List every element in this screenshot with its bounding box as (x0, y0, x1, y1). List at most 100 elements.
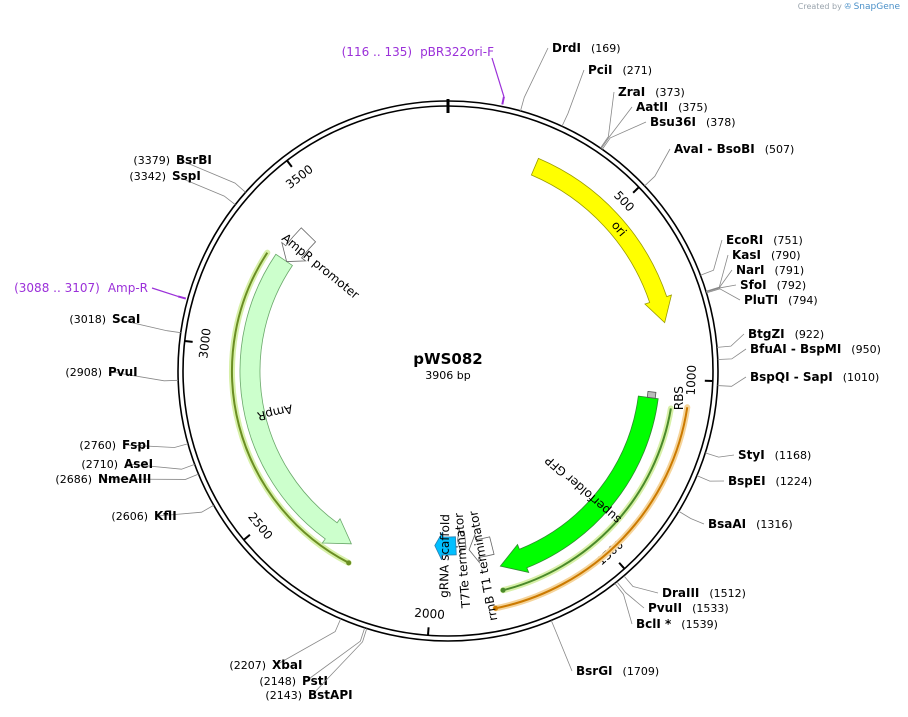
site-position: (790) (771, 249, 801, 262)
site-bspqi-sapi[interactable]: BspQI - SapI(1010) (750, 370, 879, 384)
site-name: FspI (122, 438, 150, 452)
site-connector (678, 510, 705, 525)
site-pcii[interactable]: PciI(271) (588, 63, 652, 77)
site-connector (115, 318, 181, 334)
tick-label: 1000 (684, 365, 699, 396)
site-name: BfuAI - BspMI (750, 342, 841, 356)
site-aatii[interactable]: AatII(375) (636, 100, 708, 114)
ori-arrow[interactable] (530, 157, 673, 324)
site-position: (1709) (623, 665, 660, 678)
orf-ampr (231, 252, 350, 564)
site-position: (2143) (265, 689, 302, 702)
site-connector (705, 269, 733, 293)
site-xbai[interactable]: XbaI(2207) (229, 658, 302, 672)
primer-pbr322ori-f[interactable]: pBR322ori-F(116 .. 135) (342, 45, 505, 105)
site-bsu36i[interactable]: Bsu36I(378) (650, 115, 736, 129)
site-position: (950) (851, 343, 881, 356)
site-position: (1539) (681, 618, 718, 631)
rrnb-t1-terminator-arrow[interactable] (468, 533, 495, 564)
tick-mark (618, 562, 626, 570)
orf-gfp-green-head (500, 587, 506, 593)
plasmid-backbone (177, 99, 719, 642)
site-zrai[interactable]: ZraI(373) (618, 85, 685, 99)
site-position: (169) (591, 42, 621, 55)
site-connector (101, 473, 199, 480)
site-name: StyI (738, 448, 765, 462)
tick-mark (426, 627, 430, 636)
site-position: (373) (655, 86, 685, 99)
site-bsrgi[interactable]: BsrGI(1709) (576, 664, 659, 678)
restriction-sites[interactable]: DrdI (169) PciI(271) ZraI(373)AatII(375)Bsu… (55, 41, 880, 702)
site-nari[interactable]: NarI (791) (736, 263, 804, 277)
primer-range: (3088 .. 3107) (14, 281, 100, 295)
site-name: PciI (588, 63, 613, 77)
site-bfuai-bspmi[interactable]: BfuAI - BspMI (950) (750, 342, 881, 356)
site-bstapi[interactable]: BstAPI(2143) (265, 688, 352, 702)
site-name: NarI (736, 263, 765, 277)
site-bcli[interactable]: BclI *(1539) (636, 617, 718, 631)
site-btgzi[interactable]: BtgZI(922) (748, 327, 824, 341)
site-bsaai[interactable]: BsaAI(1316) (708, 517, 793, 531)
site-fspi[interactable]: FspI(2760) (79, 438, 150, 452)
site-position: (1010) (843, 371, 880, 384)
site-connector (157, 504, 214, 517)
site-connector (550, 620, 573, 672)
site-position: (794) (788, 294, 818, 307)
tick-mark (286, 159, 293, 168)
plasmid-name: pWS082 (413, 350, 482, 368)
rbs-arrow[interactable] (646, 391, 657, 399)
site-nmeaiii[interactable]: NmeAIII(2686) (55, 472, 151, 486)
site-sfoi[interactable]: SfoI(792) (740, 278, 806, 292)
rbs-label: RBS (672, 386, 686, 410)
tick-mark (184, 340, 193, 343)
site-position: (791) (775, 264, 805, 277)
site-styi[interactable]: StyI(1168) (738, 448, 811, 462)
site-connector (705, 254, 729, 292)
site-connector (717, 376, 747, 387)
site-position: (2908) (65, 366, 102, 379)
site-connector (616, 581, 645, 609)
grna-scaffold-arrow[interactable] (434, 531, 457, 561)
ampr-promoter-arrow[interactable] (281, 227, 317, 262)
site-avai-bsobi[interactable]: AvaI - BsoBI(507) (674, 142, 794, 156)
orf-gfp-green (502, 408, 672, 592)
superfolder-gfp-arrow[interactable] (499, 395, 659, 573)
t7te-terminator-arrow[interactable] (457, 527, 467, 554)
site-connector (275, 618, 342, 666)
site-name: SfoI (740, 278, 767, 292)
site-scai[interactable]: ScaI(3018) (69, 312, 140, 326)
site-ecori[interactable]: EcoRI(751) (726, 233, 803, 247)
site-drdi[interactable]: DrdI (169) (552, 41, 621, 55)
site-name: PvuII (648, 601, 682, 615)
site-pvui[interactable]: PvuI(2908) (65, 365, 137, 379)
site-sspi[interactable]: SspI(3342) (129, 169, 200, 183)
snapgene-logo-icon: ✇ (844, 2, 852, 11)
ampr-arrow[interactable] (239, 253, 352, 545)
site-connector (179, 159, 246, 193)
site-name: PstI (302, 674, 328, 688)
primer-amp-r[interactable]: Amp-R(3088 .. 3107) (14, 281, 187, 300)
site-connector (716, 333, 745, 348)
site-name: DrdI (552, 41, 581, 55)
site-bspei[interactable]: BspEI(1224) (728, 474, 812, 488)
site-kasi[interactable]: KasI (790) (732, 248, 801, 262)
site-name: BtgZI (748, 327, 785, 341)
site-asei[interactable]: AseI(2710) (81, 457, 153, 471)
primer-sites[interactable]: pBR322ori-F(116 .. 135) Amp-R(3088 .. 310… (14, 45, 505, 300)
tick-mark (632, 186, 640, 194)
site-psti[interactable]: PstI (2148) (259, 674, 328, 688)
site-connector (520, 47, 549, 112)
site-name: AatII (636, 100, 668, 114)
site-position: (2148) (259, 675, 296, 688)
site-draiii[interactable]: DraIII(1512) (662, 586, 746, 600)
site-connector (700, 239, 723, 276)
site-connector (305, 627, 366, 682)
tick-label: 2500 (245, 510, 275, 542)
site-kfli[interactable]: KflI(2606) (111, 509, 176, 523)
site-name: KasI (732, 248, 761, 262)
site-pluti[interactable]: PluTI(794) (744, 293, 818, 307)
site-bsrbi[interactable]: BsrBI(3379) (133, 153, 211, 167)
site-pvuii[interactable]: PvuII(1533) (648, 601, 729, 615)
credit-prefix: Created by (797, 2, 842, 11)
